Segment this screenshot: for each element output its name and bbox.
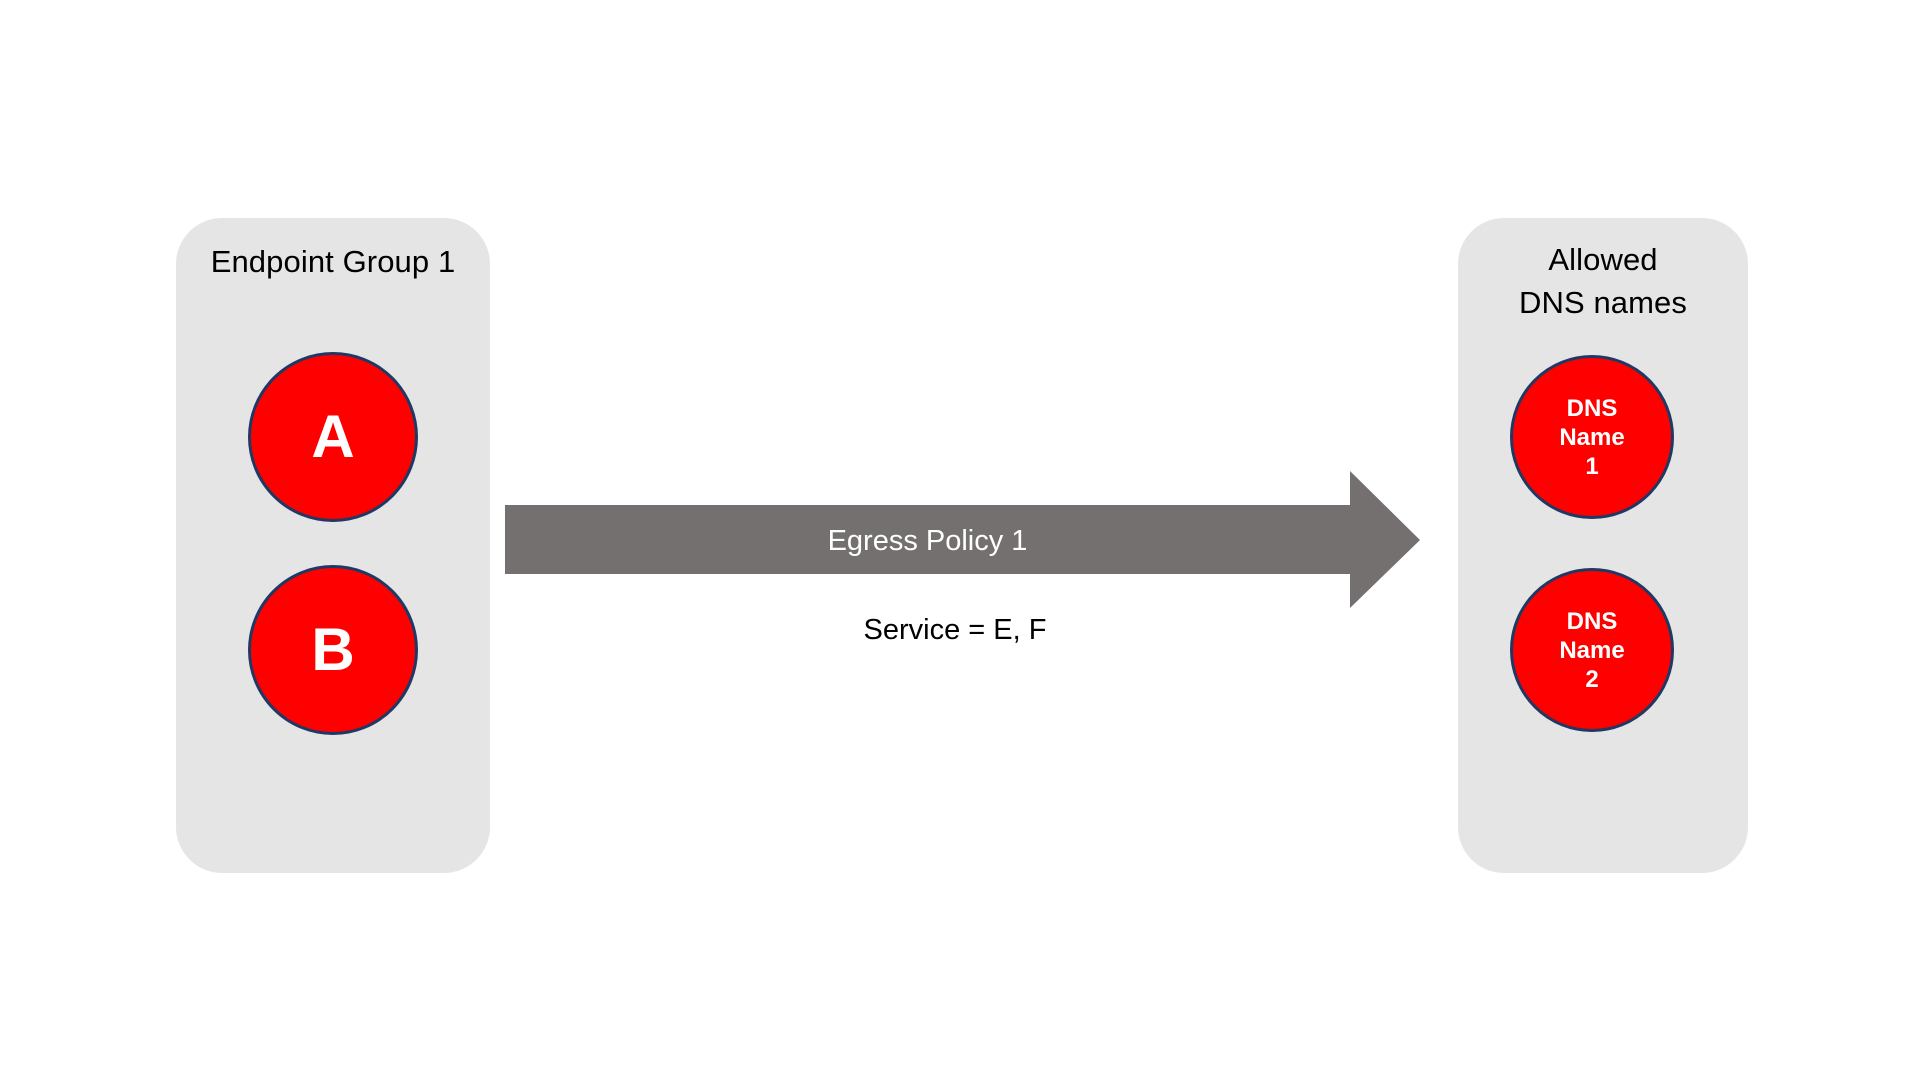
endpoint-node-b[interactable]: B (248, 565, 418, 735)
dns-name-node-2[interactable]: DNS Name 2 (1510, 568, 1674, 732)
endpoint-node-b-label: B (311, 616, 355, 683)
service-caption: Service = E, F (863, 614, 1047, 646)
endpoint-group-panel[interactable]: Endpoint Group 1 A B (176, 218, 490, 873)
egress-policy-arrow[interactable] (505, 471, 1420, 608)
dns-name-node-2-label: DNS Name 2 (1559, 607, 1625, 693)
endpoint-group-title: Endpoint Group 1 (210, 244, 456, 279)
right-arrow-icon (505, 471, 1420, 608)
endpoint-node-a[interactable]: A (248, 352, 418, 522)
egress-policy-label: Egress Policy 1 (827, 525, 1028, 557)
dns-name-node-1-label: DNS Name 1 (1559, 394, 1625, 480)
dns-name-node-1[interactable]: DNS Name 1 (1510, 355, 1674, 519)
allowed-dns-names-panel[interactable]: Allowed DNS names DNS Name 1 DNS Name 2 (1458, 218, 1748, 873)
endpoint-node-a-label: A (311, 403, 355, 470)
allowed-dns-names-title: Allowed DNS names (1518, 242, 1687, 320)
